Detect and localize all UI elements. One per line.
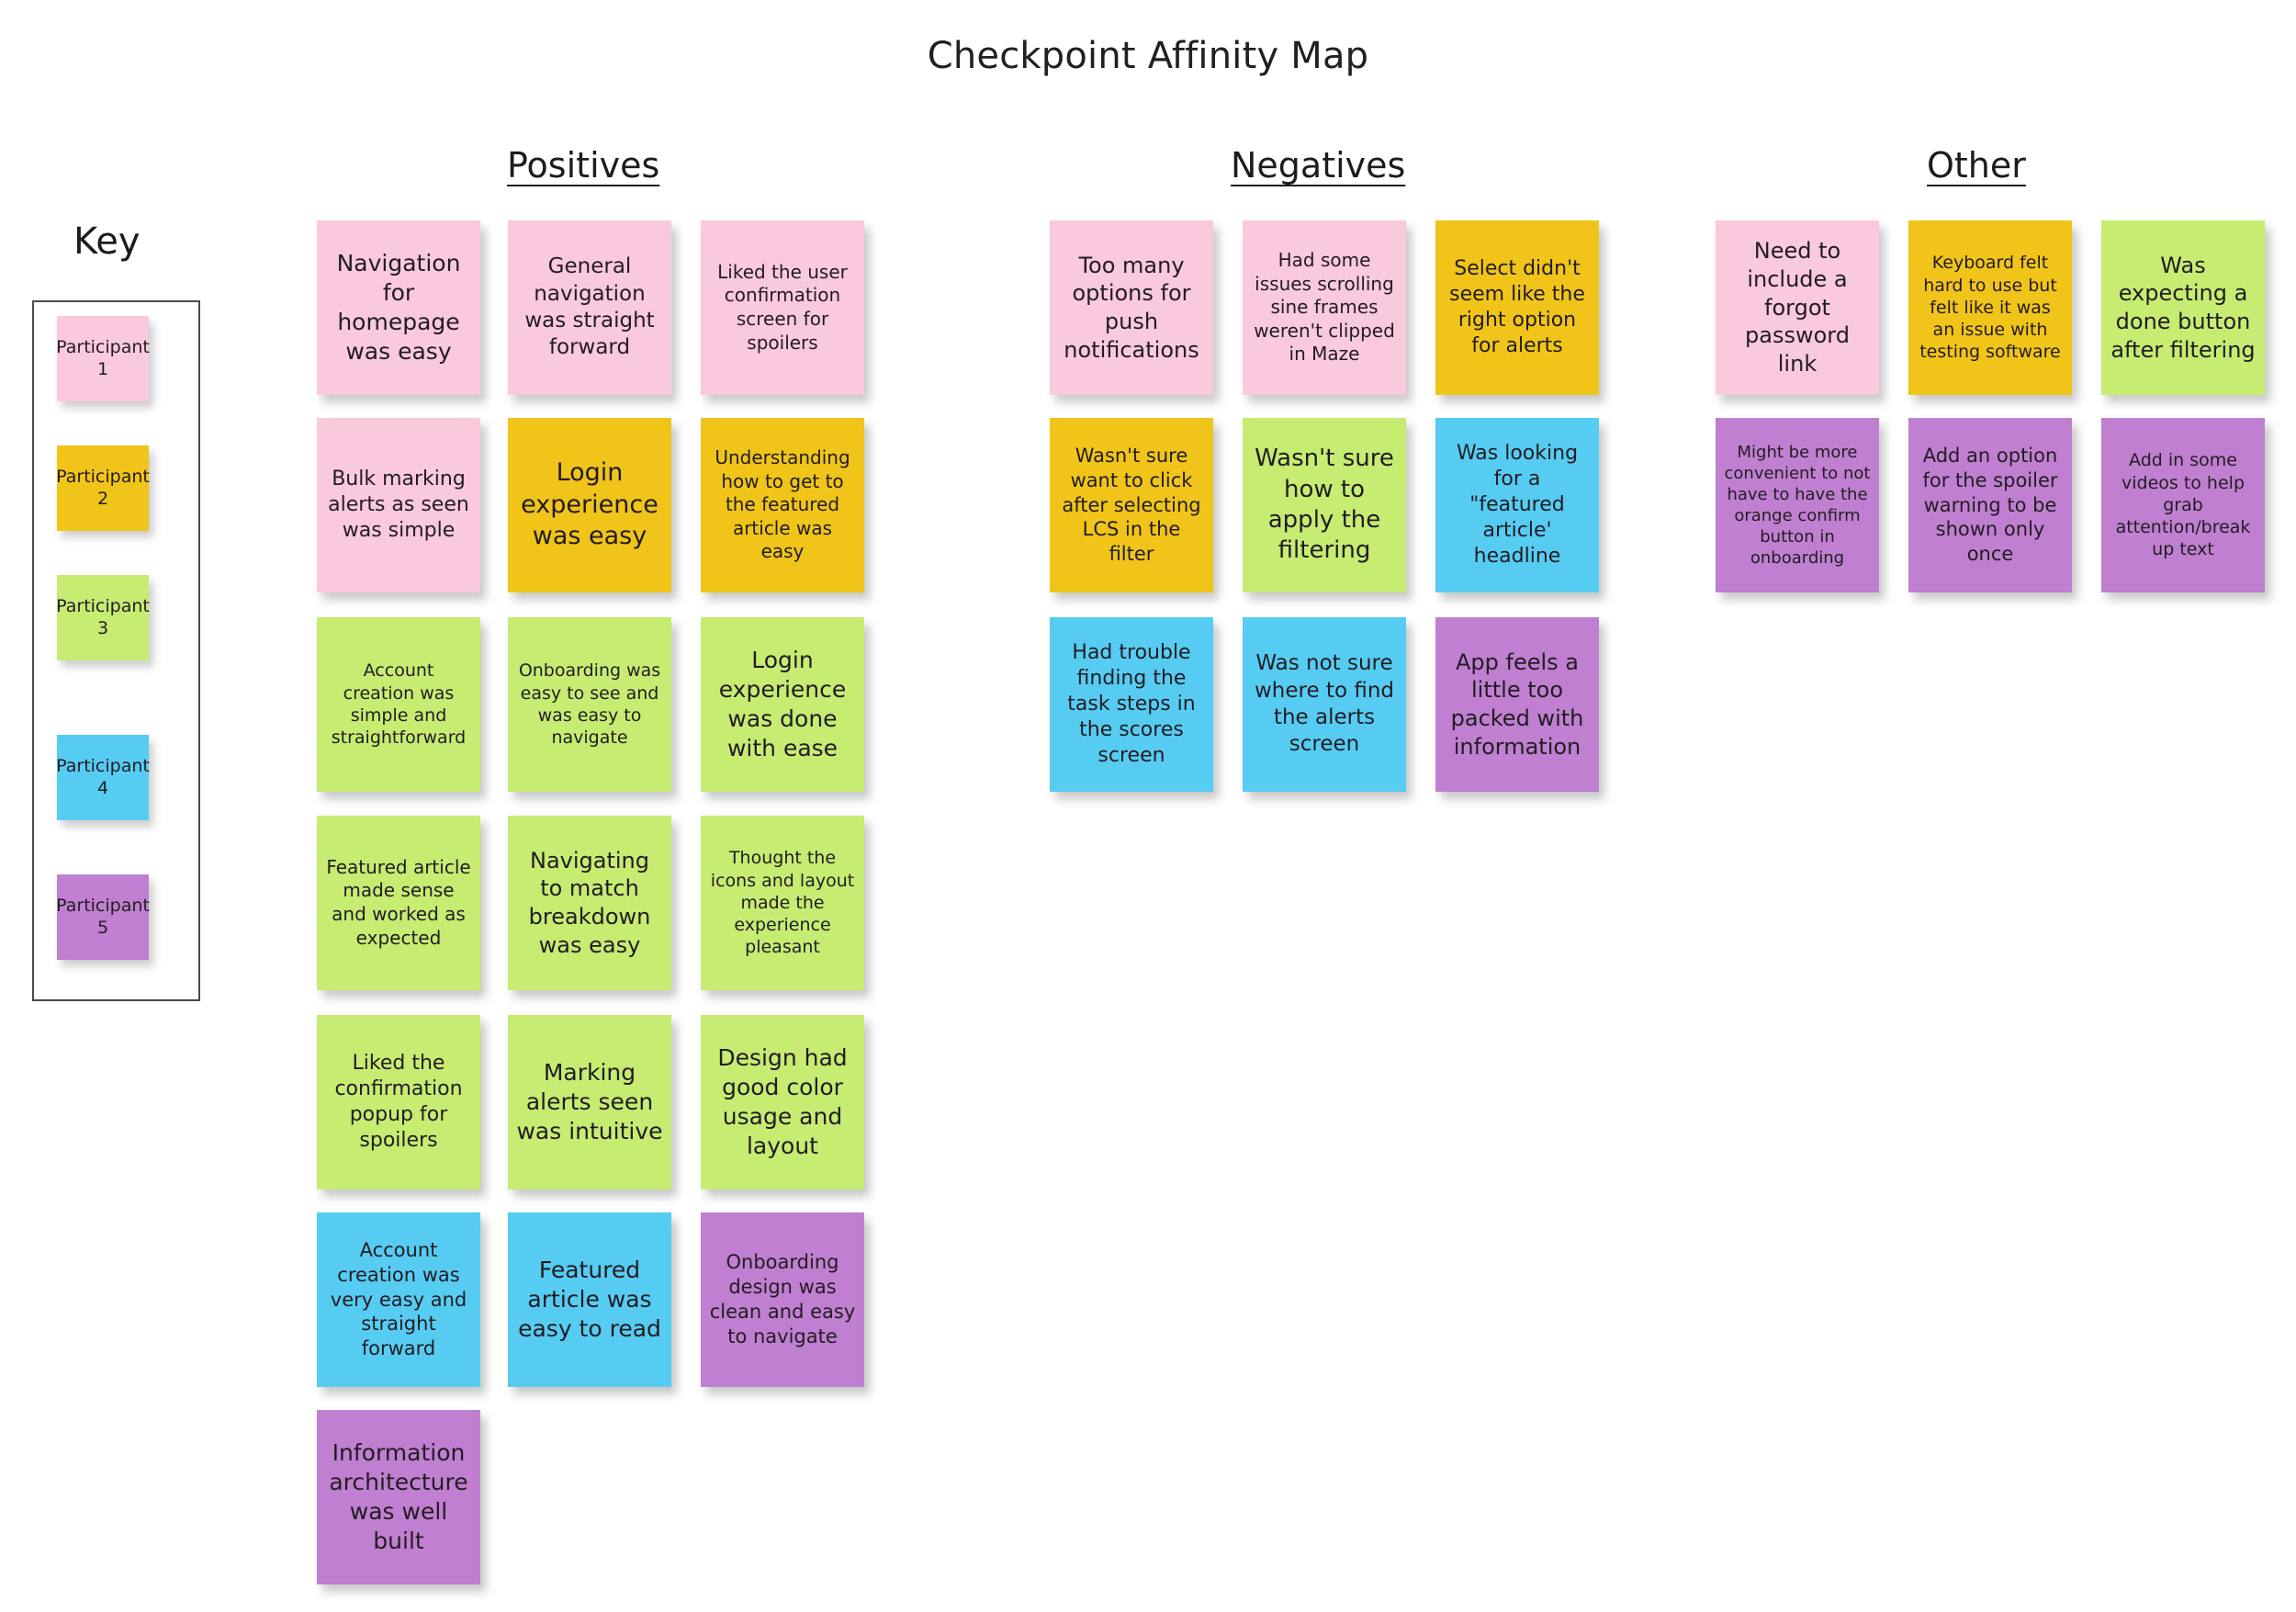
sticky-note-positives-6[interactable]: Account creation was simple and straight…: [317, 617, 480, 792]
sticky-note-positives-13[interactable]: Marking alerts seen was intuitive: [508, 1015, 671, 1189]
sticky-note-positives-5[interactable]: Understanding how to get to the featured…: [701, 418, 864, 592]
sticky-note-negatives-3[interactable]: Wasn't sure want to click after selectin…: [1050, 418, 1213, 592]
sticky-note-positives-12[interactable]: Liked the confirmation popup for spoiler…: [317, 1015, 480, 1189]
sticky-note-negatives-5[interactable]: Was looking for a "featured article' hea…: [1435, 418, 1599, 592]
sticky-note-positives-9[interactable]: Featured article made sense and worked a…: [317, 816, 480, 990]
sticky-note-other-1[interactable]: Keyboard felt hard to use but felt like …: [1908, 220, 2072, 395]
sticky-note-other-5[interactable]: Add in some videos to help grab attentio…: [2101, 418, 2265, 592]
sticky-note-other-4[interactable]: Add an option for the spoiler warning to…: [1908, 418, 2072, 592]
key-swatch-participant-1: Participant 1: [56, 316, 150, 401]
sticky-note-negatives-4[interactable]: Wasn't sure how to apply the filtering: [1243, 418, 1406, 592]
column-heading-negatives: Negatives: [1231, 145, 1406, 186]
key-heading: Key: [73, 220, 141, 263]
key-swatch-participant-5: Participant 5: [56, 874, 150, 960]
key-swatch-participant-4: Participant 4: [56, 735, 150, 820]
sticky-note-negatives-0[interactable]: Too many options for push notifications: [1050, 220, 1213, 395]
sticky-note-positives-4[interactable]: Login experience was easy: [508, 418, 671, 592]
sticky-note-negatives-6[interactable]: Had trouble finding the task steps in th…: [1050, 617, 1213, 792]
sticky-note-positives-17[interactable]: Onboarding design was clean and easy to …: [701, 1212, 864, 1387]
sticky-note-positives-1[interactable]: General navigation was straight forward: [508, 220, 671, 395]
sticky-note-negatives-7[interactable]: Was not sure where to find the alerts sc…: [1243, 617, 1406, 792]
column-heading-positives: Positives: [507, 145, 660, 186]
sticky-note-positives-10[interactable]: Navigating to match breakdown was easy: [508, 816, 671, 990]
sticky-note-negatives-1[interactable]: Had some issues scrolling sine frames we…: [1243, 220, 1406, 395]
sticky-note-positives-14[interactable]: Design had good color usage and layout: [701, 1015, 864, 1189]
sticky-note-other-0[interactable]: Need to include a forgot password link: [1716, 220, 1879, 395]
sticky-note-positives-2[interactable]: Liked the user confirmation screen for s…: [701, 220, 864, 395]
sticky-note-positives-0[interactable]: Navigation for homepage was easy: [317, 220, 480, 395]
sticky-note-negatives-8[interactable]: App feels a little too packed with infor…: [1435, 617, 1599, 792]
sticky-note-other-3[interactable]: Might be more convenient to not have to …: [1716, 418, 1879, 592]
sticky-note-positives-8[interactable]: Login experience was done with ease: [701, 617, 864, 792]
sticky-note-other-2[interactable]: Was expecting a done button after filter…: [2101, 220, 2265, 395]
sticky-note-positives-7[interactable]: Onboarding was easy to see and was easy …: [508, 617, 671, 792]
sticky-note-positives-18[interactable]: Information architecture was well built: [317, 1410, 480, 1584]
sticky-note-positives-3[interactable]: Bulk marking alerts as seen was simple: [317, 418, 480, 592]
key-swatch-participant-2: Participant 2: [56, 445, 150, 531]
sticky-note-positives-15[interactable]: Account creation was very easy and strai…: [317, 1212, 480, 1387]
sticky-note-positives-11[interactable]: Thought the icons and layout made the ex…: [701, 816, 864, 990]
column-heading-other: Other: [1927, 145, 2026, 186]
sticky-note-negatives-2[interactable]: Select didn't seem like the right option…: [1435, 220, 1599, 395]
page-title: Checkpoint Affinity Map: [927, 35, 1369, 77]
sticky-note-positives-16[interactable]: Featured article was easy to read: [508, 1212, 671, 1387]
key-swatch-participant-3: Participant 3: [56, 575, 150, 660]
